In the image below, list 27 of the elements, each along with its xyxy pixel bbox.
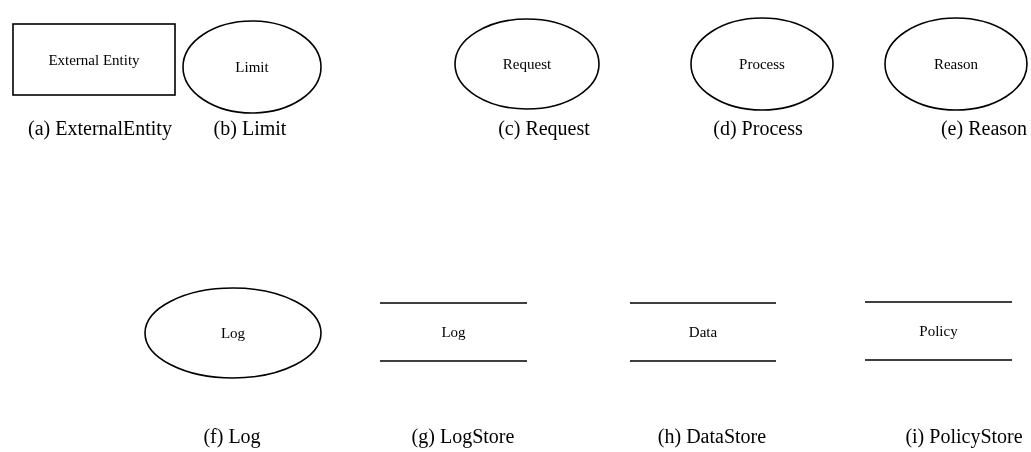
node-label: Limit <box>234 58 270 76</box>
caption: (c) Request <box>498 117 590 140</box>
caption: (i) PolicyStore <box>905 425 1023 448</box>
entity-box <box>12 23 176 96</box>
caption: (f) Log <box>203 425 261 448</box>
data-store <box>380 302 527 362</box>
node-label: Data <box>687 323 719 341</box>
caption: (h) DataStore <box>657 425 767 448</box>
caption: (e) Reason <box>940 117 1028 140</box>
caption: (d) Process <box>713 117 803 140</box>
process-ellipse <box>182 20 322 114</box>
caption: (a) ExternalEntity <box>28 117 172 140</box>
process-ellipse <box>884 17 1028 111</box>
node-label: Policy <box>918 322 959 340</box>
caption: (g) LogStore <box>411 425 515 448</box>
caption: (b) Limit <box>213 117 287 140</box>
data-store <box>630 302 776 362</box>
data-store <box>865 301 1012 361</box>
process-ellipse <box>144 287 322 379</box>
node-label: Log <box>219 324 247 342</box>
process-ellipse <box>690 17 834 111</box>
node-label: Process <box>738 55 786 73</box>
node-label: External Entity <box>47 51 141 68</box>
node-label: Log <box>440 323 467 341</box>
node-label: Request <box>501 55 553 73</box>
process-ellipse <box>454 18 600 110</box>
node-label: Reason <box>932 55 980 73</box>
